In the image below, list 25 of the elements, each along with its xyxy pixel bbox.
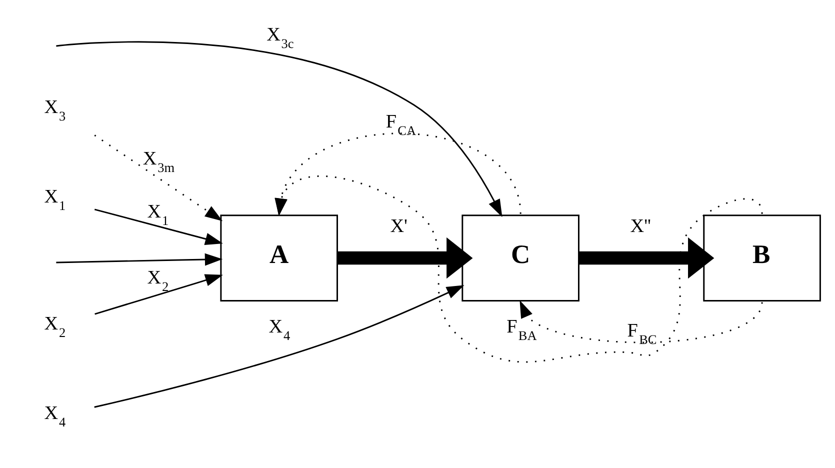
- edge-label: X$_{4}$: [268, 316, 290, 342]
- edge-label: X$_{3c}$: [266, 24, 294, 51]
- node-text: X$_{3}$: [44, 96, 66, 123]
- edge-label: F$_{BA}$: [506, 316, 537, 342]
- node-box: A: [220, 214, 338, 301]
- node-text: X$_{4}$: [44, 402, 66, 430]
- edge-label: F$_{CA}$: [386, 111, 416, 138]
- edge-label: X$_{1}$: [147, 200, 169, 228]
- arrow: [94, 274, 223, 314]
- node-text: X$_{2}$: [44, 312, 66, 340]
- edge-label: X': [390, 216, 408, 237]
- arrow: [94, 284, 464, 408]
- arrow: [94, 208, 223, 244]
- edge-label: X'': [630, 216, 651, 237]
- node-box: B: [703, 214, 821, 301]
- node-text: X$_{1}$: [44, 186, 66, 213]
- node-box: C: [462, 214, 580, 301]
- edge-label: X$_{3m}$: [142, 148, 175, 174]
- arrow: [579, 236, 714, 278]
- arrow: [56, 252, 223, 266]
- arrow: [94, 134, 223, 221]
- arrow: [520, 300, 763, 343]
- edge-label: F$_{BC}$: [627, 320, 657, 347]
- arrow: [338, 236, 473, 278]
- edge-label: X$_{2}$: [147, 267, 169, 294]
